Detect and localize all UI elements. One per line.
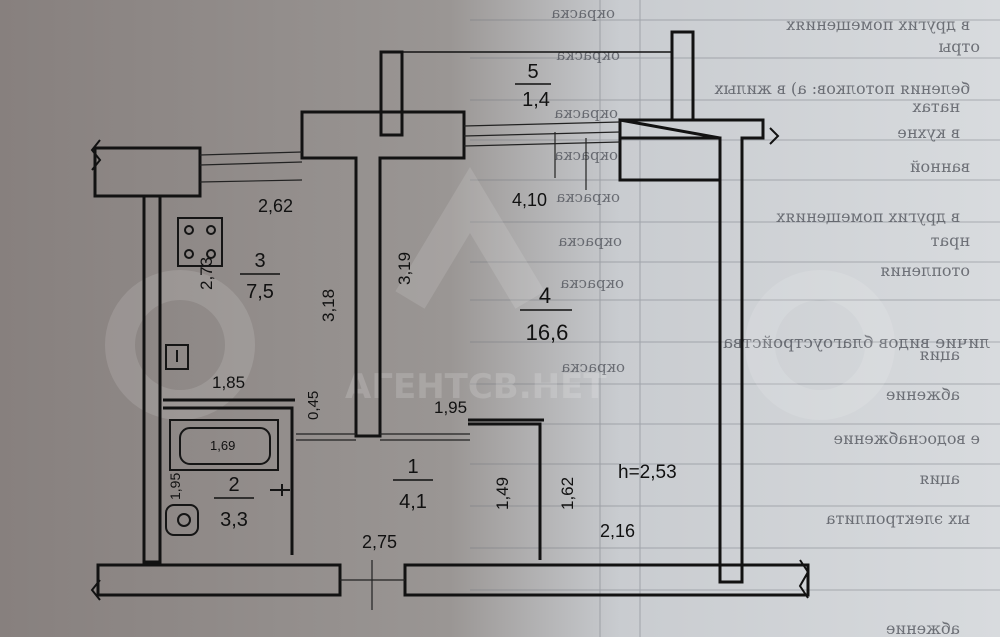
dimension-kitchen-width: 2,62 (258, 196, 293, 216)
stove-burner-icon (206, 249, 216, 259)
dimension-room-depth: 3,19 (395, 252, 414, 285)
room-labels: 5 1,4 3 7,5 4 16,6 1 4,1 2 3,3 (214, 61, 572, 531)
bathtub-inner-icon (179, 427, 271, 465)
toilet-icon (165, 504, 199, 536)
form-text-11: беления потолков: а) в жилых (714, 79, 970, 98)
form-text-16: нрат (931, 231, 970, 250)
form-text-12: натах (912, 97, 960, 116)
dimension-hall-top: 1,95 (434, 398, 467, 417)
wall-right-top (618, 118, 722, 182)
break-mark-right (769, 127, 780, 145)
wall-bottom-right (403, 563, 810, 597)
wall-bathroom-partition (163, 406, 294, 555)
stove-burner-icon (206, 225, 216, 235)
wall-left (142, 194, 162, 564)
window-lines (199, 121, 621, 610)
room-3-area: 7,5 (246, 281, 274, 303)
form-text-24: абжение (886, 619, 960, 637)
form-text-2: окраска (556, 46, 620, 64)
fixtures (165, 217, 290, 536)
dimension-room-bottom: 2,16 (600, 521, 635, 541)
form-text-10: отры (938, 37, 980, 56)
stove-icon (177, 217, 223, 267)
dimension-hall-niche: 1,49 (493, 477, 512, 510)
form-text-15: в других помещениях (776, 207, 960, 226)
form-text-19: ация (919, 345, 960, 364)
form-text-6: окраска (558, 232, 622, 250)
wall-center-column (300, 110, 466, 438)
walls (93, 30, 810, 597)
form-text-14: ванной (910, 157, 970, 176)
room-4-area: 16,6 (526, 320, 569, 345)
watermark-text: АГЕНТСВ.НЕТ (345, 367, 607, 407)
form-text-17: отопления (880, 261, 970, 280)
break-mark-bottom-right (798, 559, 810, 599)
form-text-3: окраска (554, 104, 618, 122)
ceiling-height: h=2,53 (618, 462, 677, 483)
dimension-labels: 2,62 2,73 3,18 3,19 4,10 1,85 0,45 1,95 … (167, 190, 677, 552)
dimension-bathroom: 1,95 (167, 473, 183, 500)
room-1-number: 1 (407, 456, 418, 478)
break-mark-bottom-left (90, 579, 101, 601)
wall-bottom-left (96, 563, 342, 597)
room-2-area: 3,3 (220, 509, 248, 531)
stove-burner-icon (184, 249, 194, 259)
room-2-number: 2 (228, 474, 239, 496)
dimension-corridor: 1,85 (212, 373, 245, 392)
sink-icon (165, 344, 189, 370)
dimension-kitchen-left: 2,73 (197, 257, 216, 290)
toilet-bowl-icon (177, 513, 191, 527)
form-text-1: окраска (551, 4, 615, 22)
bathtub-icon (169, 419, 279, 471)
room-5-number: 5 (527, 61, 538, 83)
form-text-22: ация (919, 469, 960, 488)
form-text-20: абжение (886, 385, 960, 404)
form-grid (470, 0, 1000, 637)
wall-top-left (93, 146, 202, 198)
break-mark-top-left (90, 139, 102, 171)
form-text-5: окраска (556, 188, 620, 206)
form-text-13: в кухне (897, 123, 960, 142)
room-5-area: 1,4 (522, 89, 550, 111)
form-text-7: окраска (560, 274, 624, 292)
wall-hall-partition (468, 422, 542, 560)
dimension-opening: 0,45 (305, 391, 322, 420)
watermark: АГЕНТСВ.НЕТ (105, 166, 895, 420)
dimension-room-width: 4,10 (512, 190, 547, 210)
form-text: окраска окраска окраска окраска окраска … (551, 4, 990, 637)
form-text-21: е водоснабжение (834, 429, 980, 448)
form-text-8: окраска (561, 358, 625, 376)
form-text-18: личие видов благоустройства: (717, 333, 990, 353)
room-1-area: 4,1 (399, 491, 427, 513)
form-text-23: ых электроплита (825, 509, 970, 528)
dimension-hall-bottom: 2,75 (362, 532, 397, 552)
wall-pillar-left (379, 50, 404, 137)
dimension-hall-side: 1,62 (558, 477, 577, 510)
room-3-number: 3 (254, 250, 265, 272)
dimension-kitchen-depth: 3,18 (319, 289, 338, 322)
form-text-9: в других помещениях (786, 15, 970, 34)
stove-burner-icon (184, 225, 194, 235)
dimension-bathtub: 1,69 (210, 438, 235, 453)
room-4-number: 4 (539, 283, 551, 308)
wall-right (618, 118, 765, 584)
break-marks (90, 127, 810, 601)
